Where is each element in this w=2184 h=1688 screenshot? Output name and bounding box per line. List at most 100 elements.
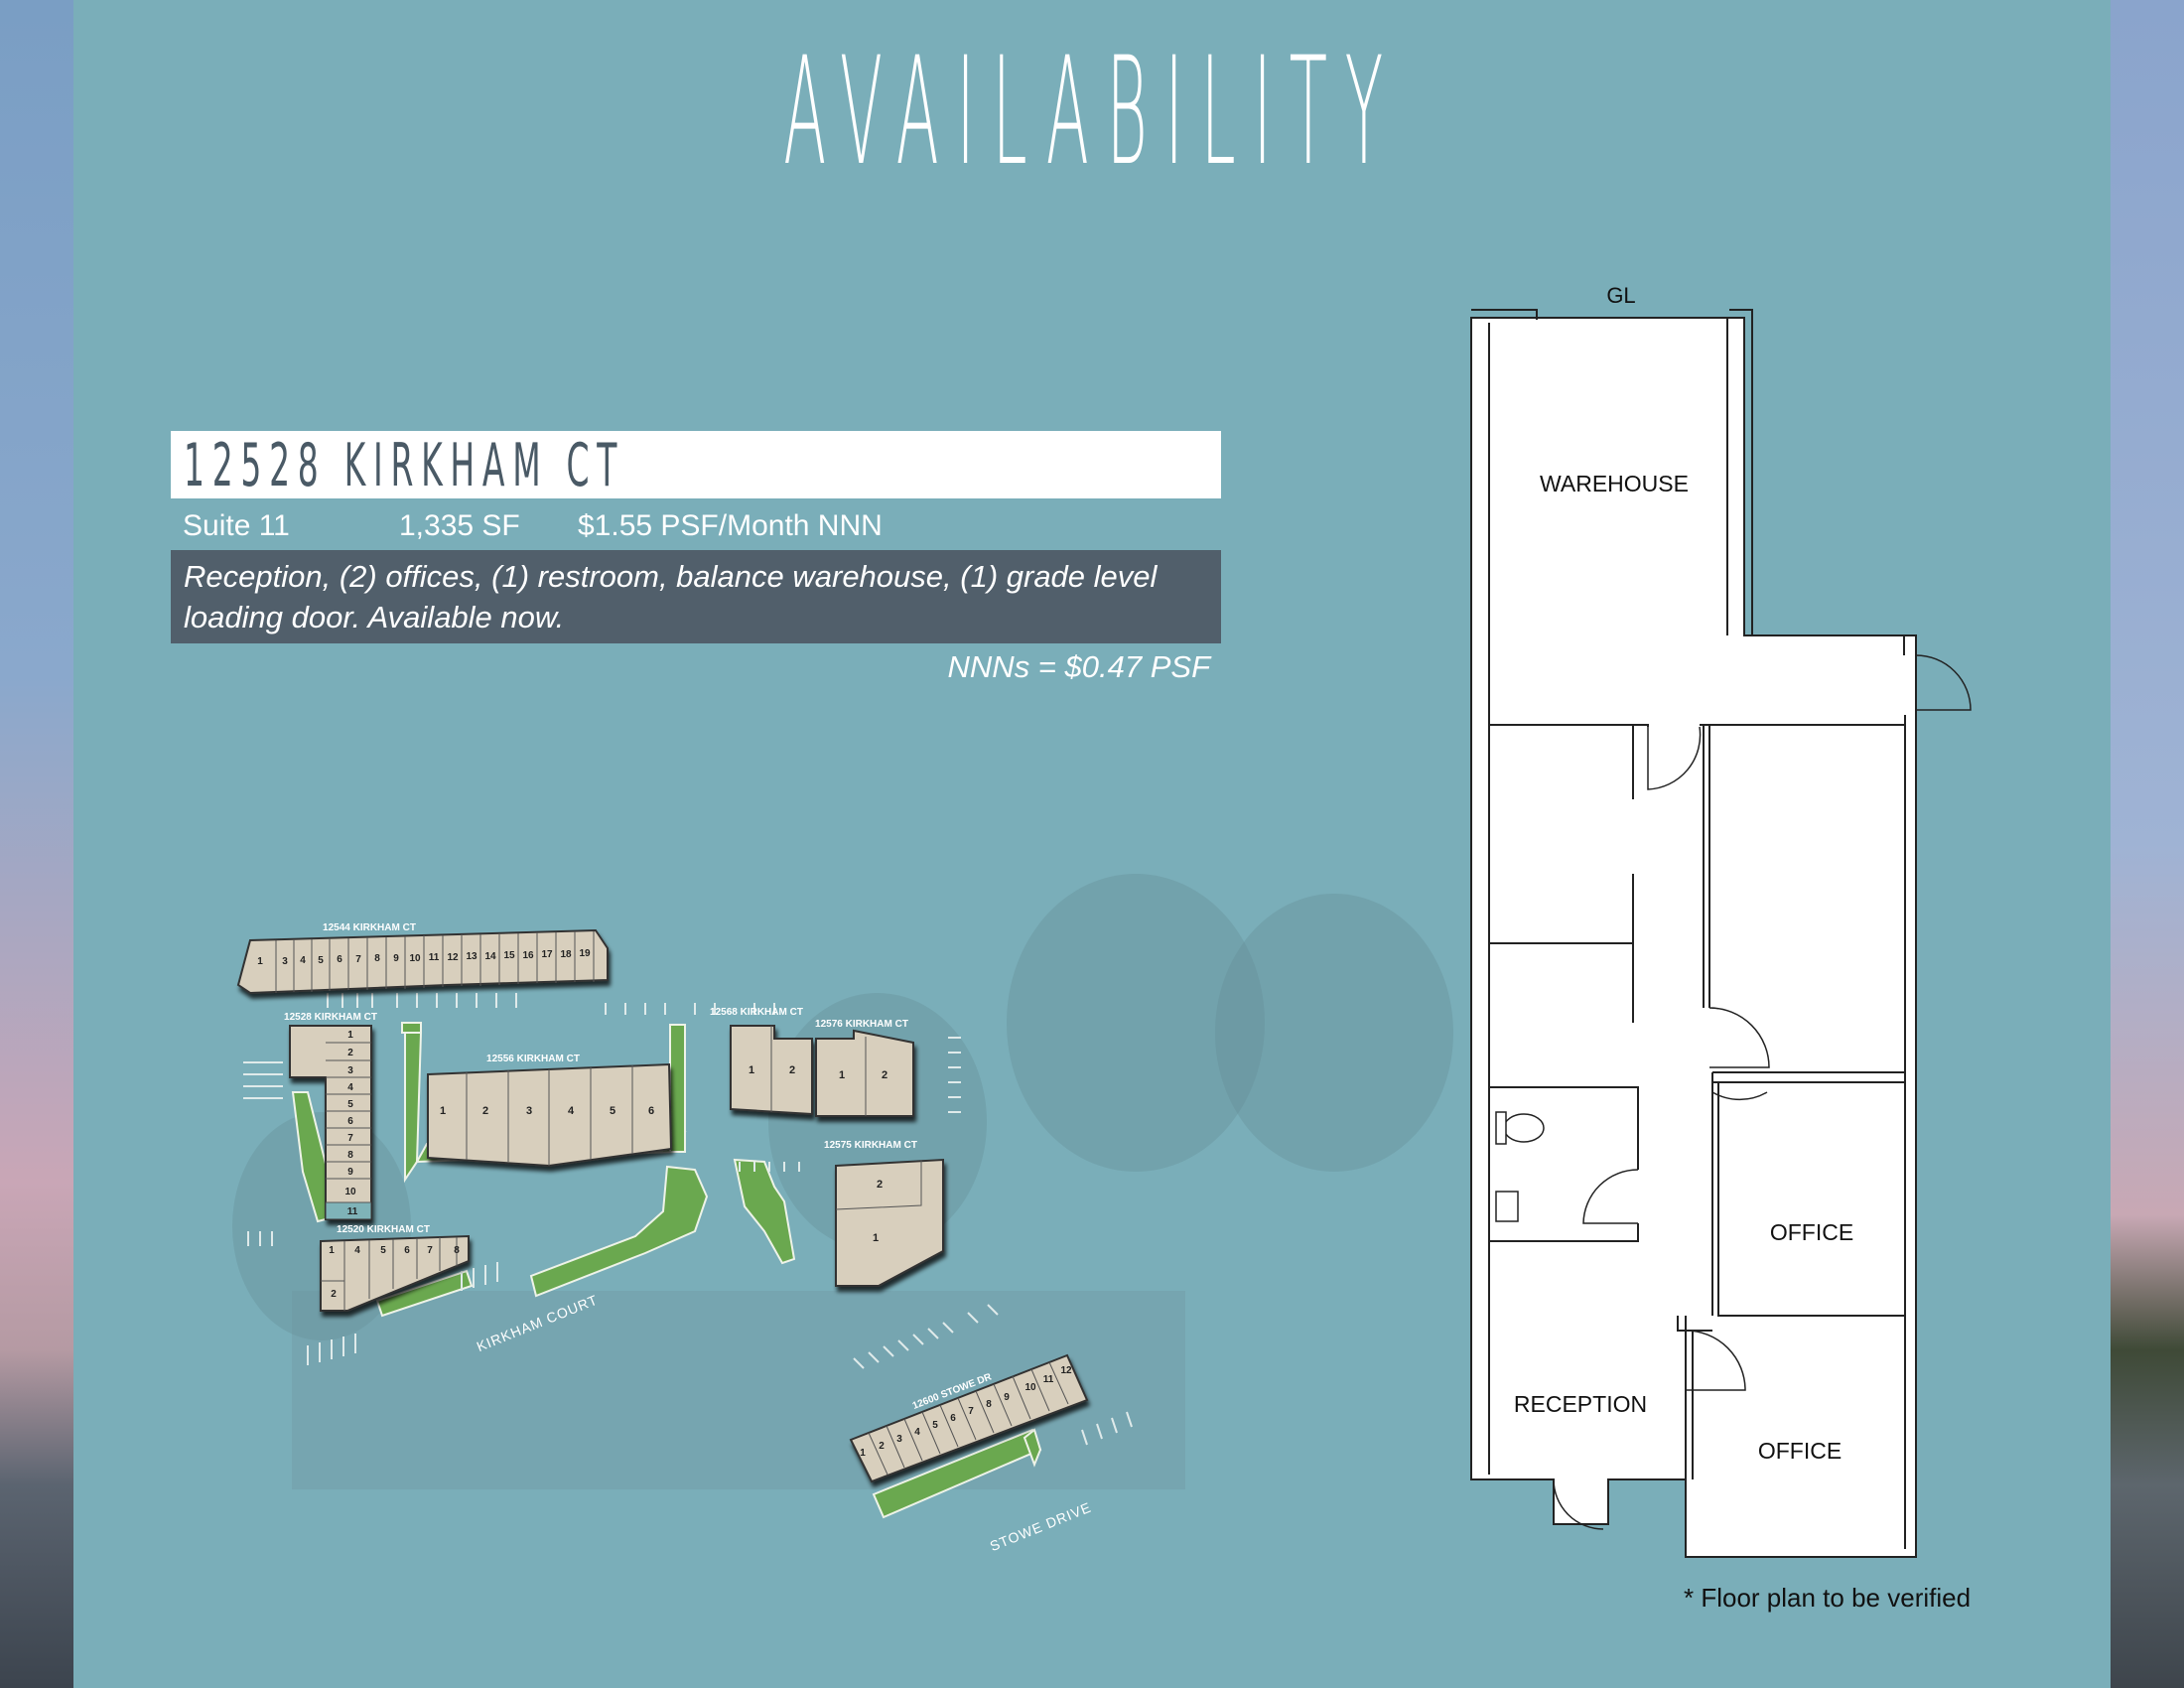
label-12576: 12576 KIRKHAM CT <box>815 1019 908 1030</box>
unit-label: 3 <box>896 1434 902 1445</box>
door-swings <box>1553 654 1972 1530</box>
unit-label: 2 <box>482 1105 488 1117</box>
unit-label: 8 <box>986 1399 992 1410</box>
unit-label: 11 <box>429 952 440 963</box>
lease-rate: $1.55 PSF/Month NNN <box>578 509 883 542</box>
building-12544: 12544 KIRKHAM CT 1 3 4 5 6 7 8 9 10 11 1… <box>236 922 609 995</box>
unit-label: 7 <box>968 1406 974 1417</box>
label-12520: 12520 KIRKHAM CT <box>337 1224 430 1235</box>
unit-label: 5 <box>610 1105 615 1117</box>
unit-label: 2 <box>882 1069 887 1081</box>
property-address: 12528 KIRKHAM CT <box>184 431 625 500</box>
unit-label: 4 <box>354 1245 360 1256</box>
unit-label: 13 <box>466 951 478 962</box>
unit-label: 12 <box>447 952 459 963</box>
unit-label: 4 <box>347 1082 353 1093</box>
unit-label: 7 <box>355 954 361 965</box>
unit-label: 15 <box>503 950 515 961</box>
unit-label: 1 <box>440 1105 446 1117</box>
unit-label: 8 <box>454 1245 460 1256</box>
building-12556: 12556 KIRKHAM CT 1 2 3 4 5 6 <box>427 1054 673 1168</box>
unit-label: 9 <box>393 953 399 964</box>
parking-stripes <box>243 993 1133 1446</box>
unit-label: 2 <box>331 1289 337 1300</box>
room-warehouse: WAREHOUSE <box>1540 471 1689 496</box>
unit-label: 10 <box>1024 1382 1036 1393</box>
unit-label: 6 <box>347 1116 353 1127</box>
toilet-icon <box>1495 1111 1545 1145</box>
room-reception: RECEPTION <box>1514 1391 1647 1417</box>
unit-label: 1 <box>749 1064 754 1076</box>
unit-label: 11 <box>1043 1374 1054 1385</box>
unit-label: 12 <box>1060 1365 1072 1376</box>
unit-label: 3 <box>282 956 288 967</box>
suite-label: Suite 11 <box>183 509 290 542</box>
unit-label: 6 <box>648 1105 654 1117</box>
unit-label: 4 <box>300 955 306 966</box>
unit-label: 16 <box>522 950 534 961</box>
background-photo-right <box>2111 0 2184 1688</box>
label-12568: 12568 KIRKHAM CT <box>710 1007 803 1018</box>
unit-label: 1 <box>860 1448 866 1459</box>
page-title: AVAILABILITY <box>783 26 1401 199</box>
suite-description: Reception, (2) offices, (1) restroom, ba… <box>184 559 1158 634</box>
unit-label: 1 <box>329 1245 335 1256</box>
unit-label: 7 <box>427 1245 433 1256</box>
unit-label: 9 <box>1004 1392 1010 1403</box>
unit-label: 8 <box>374 953 380 964</box>
interior-walls <box>1471 309 1917 1557</box>
unit-label: 9 <box>347 1167 353 1178</box>
sink-icon <box>1495 1191 1519 1222</box>
unit-label: 8 <box>347 1150 353 1161</box>
square-footage: 1,335 SF <box>399 509 520 542</box>
unit-label: 1 <box>873 1232 879 1244</box>
building-12520: 12520 KIRKHAM CT 1 4 5 6 7 8 2 <box>320 1224 470 1312</box>
building-12528: 12528 KIRKHAM CT 1 2 3 4 5 6 7 8 9 10 11 <box>284 1012 377 1220</box>
unit-label: 1 <box>839 1069 845 1081</box>
unit-label: 4 <box>914 1427 920 1438</box>
room-office: OFFICE <box>1758 1438 1842 1464</box>
unit-label: 10 <box>409 953 421 964</box>
unit-label: 11 <box>347 1206 358 1217</box>
floor-plan-note: * Floor plan to be verified <box>1684 1583 1972 1613</box>
unit-label: 18 <box>560 949 572 960</box>
unit-label: 7 <box>347 1133 353 1144</box>
label-12575: 12575 KIRKHAM CT <box>824 1140 917 1151</box>
unit-label: 5 <box>318 955 324 966</box>
background-photo-left <box>0 0 73 1688</box>
gl-door-label: GL <box>1606 283 1635 308</box>
unit-label: 3 <box>526 1105 532 1117</box>
address-bar <box>171 431 1221 498</box>
unit-label: 2 <box>347 1048 353 1058</box>
unit-label: 6 <box>950 1413 956 1424</box>
unit-label: 6 <box>337 954 342 965</box>
label-12544: 12544 KIRKHAM CT <box>323 922 416 933</box>
unit-label: 5 <box>380 1245 386 1256</box>
unit-label: 14 <box>484 951 496 962</box>
unit-label: 10 <box>344 1187 356 1197</box>
unit-label: 19 <box>579 948 591 959</box>
background-tree <box>1215 894 1453 1172</box>
unit-label: 2 <box>879 1441 885 1452</box>
room-office: OFFICE <box>1770 1219 1853 1245</box>
unit-label: 4 <box>568 1105 575 1117</box>
unit-label: 1 <box>347 1030 353 1041</box>
building-12576: 12576 KIRKHAM CT 1 2 <box>815 1019 914 1117</box>
unit-label: 1 <box>257 956 263 967</box>
background-tree <box>1007 874 1265 1172</box>
unit-label: 2 <box>877 1179 883 1191</box>
label-12528: 12528 KIRKHAM CT <box>284 1012 377 1023</box>
label-12556: 12556 KIRKHAM CT <box>486 1054 580 1064</box>
building-12568: 12568 KIRKHAM CT 1 2 <box>710 1007 813 1116</box>
description-box <box>171 550 1221 643</box>
building-12575: 12575 KIRKHAM CT 2 1 <box>824 1140 944 1287</box>
unit-label: 3 <box>347 1065 353 1076</box>
unit-label: 5 <box>347 1099 353 1110</box>
unit-label: 6 <box>404 1245 410 1256</box>
unit-label: 5 <box>932 1420 938 1431</box>
unit-label: 2 <box>789 1064 795 1076</box>
nnn-note: NNNs = $0.47 PSF <box>947 649 1210 684</box>
unit-label: 17 <box>541 949 553 960</box>
